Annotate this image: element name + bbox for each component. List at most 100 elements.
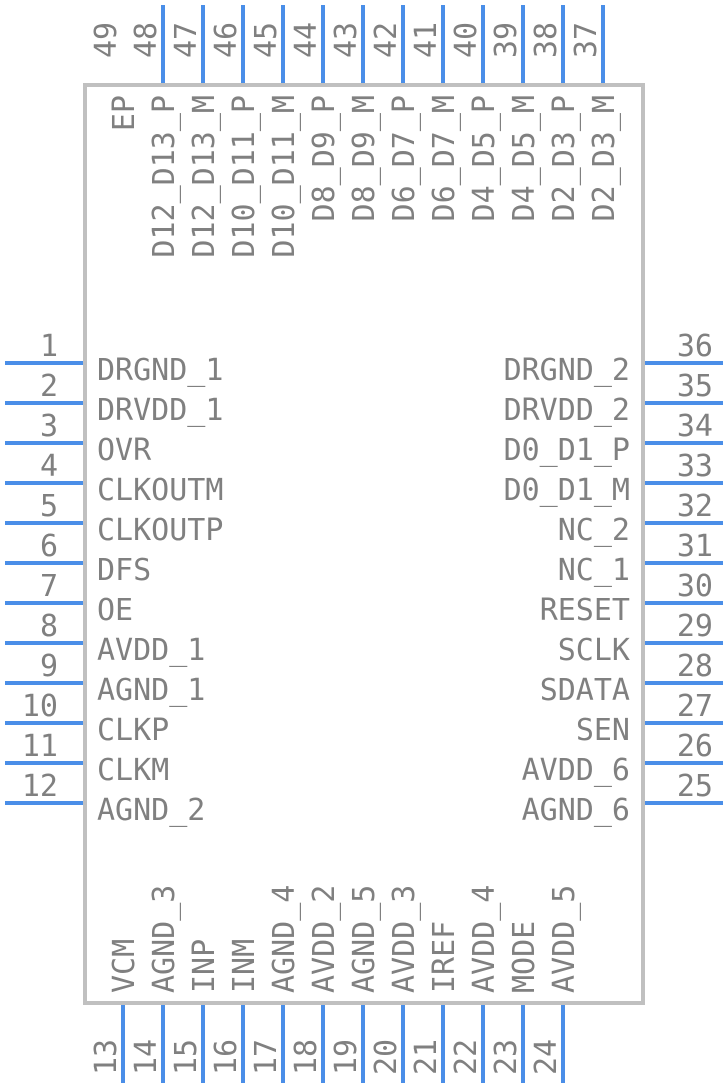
pin-47-name: D12_D13_M	[187, 95, 222, 258]
pin-32-number: 32	[677, 489, 713, 524]
pin-49-number: 49	[89, 22, 124, 58]
pin-47-number: 47	[169, 22, 204, 58]
pin-1-number: 1	[40, 329, 58, 364]
pin-35-number: 35	[677, 369, 713, 404]
pin-lines	[5, 5, 723, 1083]
pin-13-name: VCM	[107, 939, 142, 993]
pin-1-name: DRGND_1	[97, 353, 223, 388]
pin-33-number: 33	[677, 449, 713, 484]
pin-27-name: SEN	[576, 713, 630, 748]
pin-24-name: AVDD_5	[547, 885, 582, 993]
pin-18-number: 18	[289, 1039, 324, 1075]
pin-25-name: AGND_6	[522, 793, 630, 828]
pin-3-name: OVR	[97, 433, 152, 468]
pin-29-name: SCLK	[558, 633, 630, 668]
pin-40-name: D4_D5_P	[467, 95, 502, 221]
pin-21-number: 21	[409, 1039, 444, 1075]
pin-5-number: 5	[40, 489, 58, 524]
pin-8-number: 8	[40, 609, 58, 644]
pin-39-number: 39	[489, 22, 524, 58]
pin-5-name: CLKOUTP	[97, 513, 223, 548]
pin-30-number: 30	[677, 569, 713, 604]
pin-36-name: DRGND_2	[504, 353, 630, 388]
pin-4-number: 4	[40, 449, 58, 484]
pin-17-name: AGND_4	[267, 885, 302, 993]
pin-12-number: 12	[22, 769, 58, 804]
pin-34-name: D0_D1_P	[504, 433, 630, 468]
pin-48-name: D12_D13_P	[147, 95, 182, 258]
pin-44-name: D8_D9_P	[307, 95, 342, 221]
pin-26-name: AVDD_6	[522, 753, 630, 788]
pin-38-name: D2_D3_P	[547, 95, 582, 221]
pin-42-name: D6_D7_P	[387, 95, 422, 221]
pin-31-number: 31	[677, 529, 713, 564]
pin-25-number: 25	[677, 769, 713, 804]
pin-19-number: 19	[329, 1039, 364, 1075]
pin-8-name: AVDD_1	[97, 633, 205, 668]
pin-20-name: AVDD_3	[387, 885, 422, 993]
pin-19-name: AGND_5	[347, 885, 382, 993]
pin-38-number: 38	[529, 22, 564, 58]
pin-2-name: DRVDD_1	[97, 393, 223, 428]
pin-11-number: 11	[22, 729, 58, 764]
pin-17-number: 17	[249, 1039, 284, 1075]
pin-30-name: RESET	[540, 593, 630, 628]
pin-14-name: AGND_3	[147, 885, 182, 993]
pin-7-number: 7	[40, 569, 58, 604]
pin-14-number: 14	[129, 1039, 164, 1075]
pin-7-name: OE	[97, 593, 133, 628]
pin-15-number: 15	[169, 1039, 204, 1075]
pin-33-name: D0_D1_M	[504, 473, 630, 508]
pin-45-name: D10_D11_M	[267, 95, 302, 258]
pin-46-name: D10_D11_P	[227, 95, 262, 258]
pin-22-number: 22	[449, 1039, 484, 1075]
pin-23-number: 23	[489, 1039, 524, 1075]
pin-21-name: IREF	[427, 921, 462, 993]
pin-41-number: 41	[409, 22, 444, 58]
pin-32-name: NC_2	[558, 513, 630, 548]
pin-12-name: AGND_2	[97, 793, 205, 828]
pin-18-name: AVDD_2	[307, 885, 342, 993]
pin-6-name: DFS	[97, 553, 151, 588]
pin-34-number: 34	[677, 409, 713, 444]
pin-4-name: CLKOUTM	[97, 473, 223, 508]
pin-37-name: D2_D3_M	[587, 95, 622, 221]
pin-41-name: D6_D7_M	[427, 95, 462, 221]
pin-9-name: AGND_1	[97, 673, 205, 708]
pin-26-number: 26	[677, 729, 713, 764]
pin-37-number: 37	[569, 22, 604, 58]
pin-10-number: 10	[22, 689, 58, 724]
pin-13-number: 13	[89, 1039, 124, 1075]
pin-24-number: 24	[529, 1039, 564, 1075]
pin-28-number: 28	[677, 649, 713, 684]
pin-42-number: 42	[369, 22, 404, 58]
pin-16-name: INM	[227, 939, 262, 993]
pin-9-number: 9	[40, 649, 58, 684]
pin-16-number: 16	[209, 1039, 244, 1075]
pin-46-number: 46	[209, 22, 244, 58]
pin-29-number: 29	[677, 609, 713, 644]
pin-23-name: MODE	[507, 921, 542, 993]
pin-45-number: 45	[249, 22, 284, 58]
pin-40-number: 40	[449, 22, 484, 58]
pin-44-number: 44	[289, 22, 324, 58]
pin-28-name: SDATA	[540, 673, 630, 708]
pin-10-name: CLKP	[97, 713, 169, 748]
pin-36-number: 36	[677, 329, 713, 364]
pin-31-name: NC_1	[558, 553, 630, 588]
ic-body	[83, 83, 645, 1005]
pin-39-name: D4_D5_M	[507, 95, 542, 221]
pin-43-name: D8_D9_M	[347, 95, 382, 221]
pin-48-number: 48	[129, 22, 164, 58]
pin-49-name: EP	[107, 95, 142, 131]
pin-11-name: CLKM	[97, 753, 169, 788]
pin-27-number: 27	[677, 689, 713, 724]
pin-15-name: INP	[187, 939, 222, 993]
pin-43-number: 43	[329, 22, 364, 58]
pin-3-number: 3	[40, 409, 58, 444]
pin-22-name: AVDD_4	[467, 885, 502, 993]
pin-6-number: 6	[40, 529, 58, 564]
pin-35-name: DRVDD_2	[504, 393, 630, 428]
pin-2-number: 2	[40, 369, 58, 404]
